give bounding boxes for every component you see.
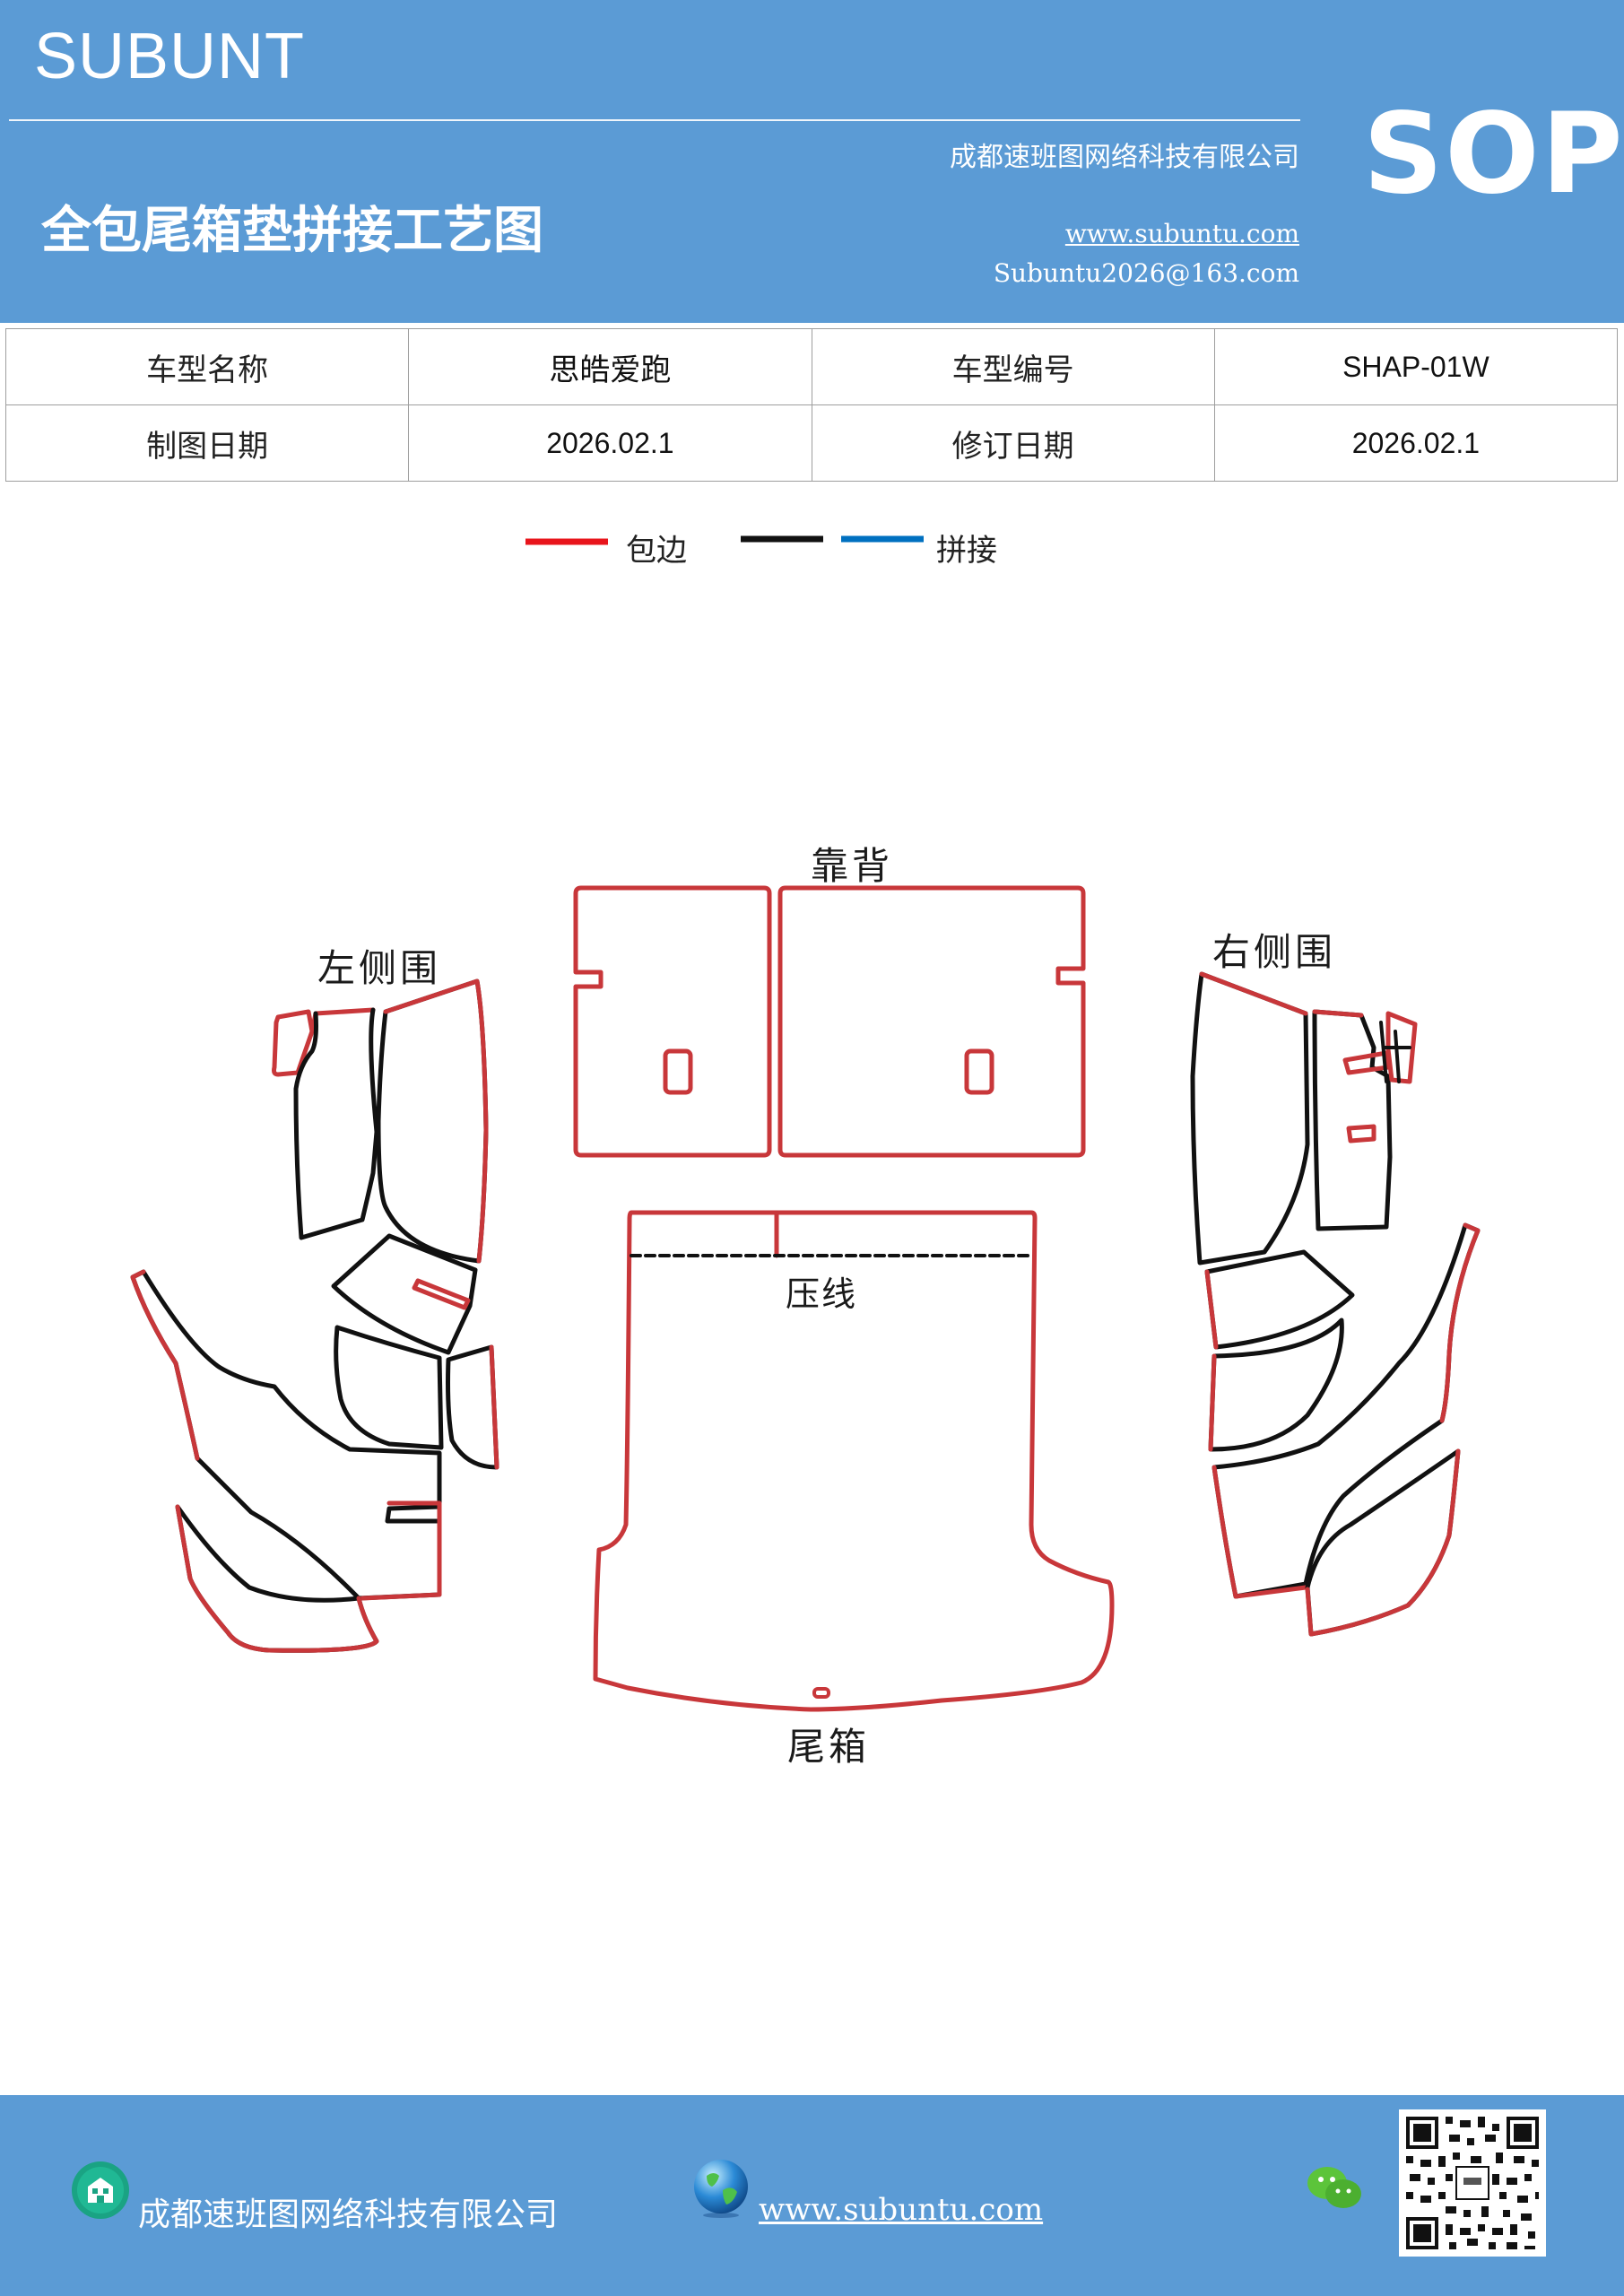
header-email: Subuntu2026@163.com: [993, 258, 1299, 288]
building-icon: [72, 2161, 129, 2219]
value-draw-date: 2026.02.1: [408, 404, 812, 482]
label-right-side: 右侧围: [1212, 930, 1337, 974]
right-side-panels: [1190, 971, 1481, 1637]
legend-edge-label: 包边: [626, 533, 687, 569]
label-model-name: 车型名称: [4, 328, 410, 405]
label-left-side: 左侧围: [317, 946, 442, 990]
value-model-code: SHAP-01W: [1213, 328, 1619, 405]
label-revision-date: 修订日期: [811, 404, 1215, 482]
document-title: 全包尾箱垫拼接工艺图: [41, 202, 543, 260]
label-backrest: 靠背: [811, 844, 894, 888]
sop-badge: SOP: [1363, 90, 1624, 219]
brand-name: SUBUNT: [34, 21, 306, 92]
header-company: 成都速班图网络科技有限公司: [950, 142, 1299, 173]
header-banner: [0, 0, 1624, 323]
wechat-icon[interactable]: [1304, 2161, 1367, 2215]
globe-icon: [694, 2160, 748, 2218]
table-row: 车型名称 思皓爱跑 车型编号 SHAP-01W: [4, 328, 1619, 405]
legend-seam-label: 拼接: [936, 533, 997, 569]
label-press-line: 压线: [786, 1274, 858, 1314]
left-side-panels: [130, 978, 499, 1653]
header-divider: [9, 119, 1300, 121]
qr-code-icon: [1399, 2109, 1546, 2257]
value-model-name: 思皓爱跑: [408, 328, 812, 405]
footer-company: 成都速班图网络科技有限公司: [138, 2196, 559, 2233]
header-url-link[interactable]: www.subuntu.com: [1064, 219, 1299, 248]
vehicle-info-table: 车型名称 思皓爱跑 车型编号 SHAP-01W 制图日期 2026.02.1 修…: [4, 328, 1619, 482]
trunk-floor-panel: [593, 1210, 1115, 1712]
value-revision-date: 2026.02.1: [1213, 404, 1619, 482]
qr-code: [1399, 2109, 1546, 2257]
label-draw-date: 制图日期: [4, 404, 410, 482]
table-row: 制图日期 2026.02.1 修订日期 2026.02.1: [4, 404, 1619, 482]
footer-url-link[interactable]: www.subuntu.com: [759, 2192, 1044, 2228]
label-model-code: 车型编号: [811, 328, 1215, 405]
label-trunk: 尾箱: [787, 1725, 871, 1769]
backrest-right-panel: [777, 885, 1086, 1158]
backrest-left-panel: [573, 885, 772, 1158]
